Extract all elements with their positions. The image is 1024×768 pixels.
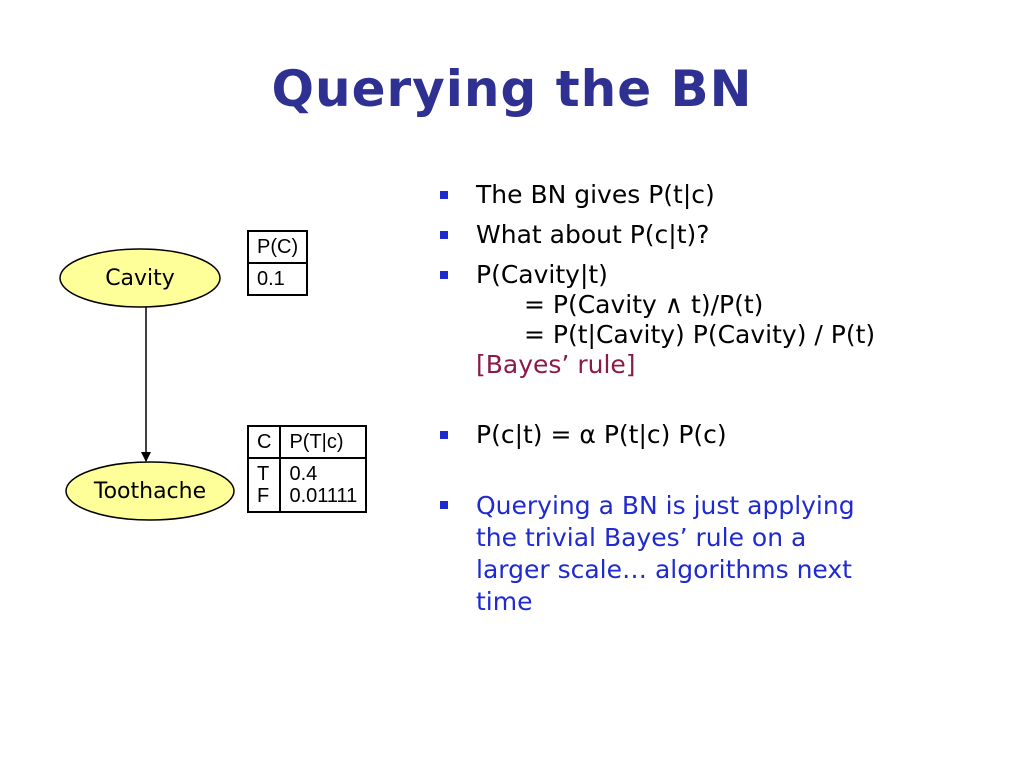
node-toothache[interactable] (65, 461, 235, 521)
cpt-toothache-header-row: C P(T|c) (246, 425, 368, 459)
summary-line-2: the trivial Bayes’ rule on a (476, 523, 807, 552)
bullet-item-bn-gives: The BN gives P(t|c) (440, 180, 1010, 210)
node-cavity[interactable] (59, 248, 221, 308)
bullet-item-alpha-formula: P(c|t) = α P(t|c) P(c) (440, 420, 1010, 450)
node-toothache-label: Toothache (93, 479, 206, 504)
slide-title: Querying the BN (271, 60, 753, 118)
cpt-toothache-p-false: 0.01111 (289, 485, 358, 507)
bullet-text: What about P(c|t)? (476, 220, 710, 249)
bullet-text: The BN gives P(t|c) (476, 180, 715, 209)
cpt-cavity-value-row: 0.1 (246, 262, 309, 296)
derivation-step-2: = P(t|Cavity) P(Cavity) / P(t) (524, 320, 876, 349)
bullet-marker-icon (440, 501, 448, 509)
bullet-marker-icon (440, 271, 448, 279)
cpt-toothache-body-row: T F 0.4 0.01111 (246, 457, 368, 513)
cpt-toothache-p-true: 0.4 (289, 463, 318, 485)
cpt-toothache-c-true: T (257, 463, 270, 485)
cpt-toothache-table: C P(T|c) T F 0.4 0.01111 (246, 425, 368, 513)
bullet-list: The BN gives P(t|c) What about P(c|t)? P… (440, 180, 1010, 618)
bullet-item-summary: Querying a BN is just applying the trivi… (440, 490, 1010, 618)
cpt-toothache-header-p: P(T|c) (279, 425, 368, 459)
bullet-marker-icon (440, 191, 448, 199)
cpt-toothache-p-values: 0.4 0.01111 (279, 457, 368, 513)
summary-line-4: time (476, 587, 533, 616)
summary-line-3: larger scale… algorithms next (476, 555, 852, 584)
bullet-item-cavity-derivation: P(Cavity|t) = P(Cavity ∧ t)/P(t) = P(t|C… (440, 260, 1010, 380)
bullet-item-what-about: What about P(c|t)? (440, 220, 1010, 250)
bullet-marker-icon (440, 431, 448, 439)
cpt-toothache-c-values: T F (246, 457, 282, 513)
node-cavity-label: Cavity (105, 266, 175, 291)
cpt-cavity-header: P(C) (246, 230, 309, 264)
cpt-cavity-header-row: P(C) (246, 230, 309, 264)
cpt-toothache-header-c: C (246, 425, 282, 459)
derivation-step-1: = P(Cavity ∧ t)/P(t) (524, 290, 764, 319)
summary-line-1: Querying a BN is just applying (476, 491, 855, 520)
cpt-cavity-value: 0.1 (246, 262, 309, 296)
cpt-cavity-table: P(C) 0.1 (246, 230, 309, 296)
bullet-text: P(Cavity|t) (476, 260, 608, 289)
bayes-rule-note: [Bayes’ rule] (476, 350, 636, 379)
bullet-marker-icon (440, 231, 448, 239)
cpt-toothache-c-false: F (257, 485, 270, 507)
bullet-text: P(c|t) = α P(t|c) P(c) (476, 420, 727, 449)
